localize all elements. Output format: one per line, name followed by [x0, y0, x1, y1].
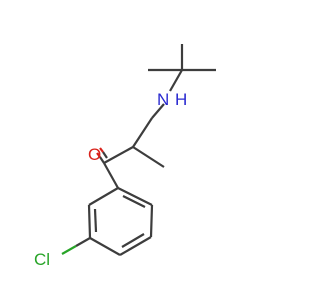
- bond-tbu-to-n: [169, 69, 183, 92]
- bond-ring-to-cl-green: [61, 245, 77, 255]
- ring-inner-bond-2: [121, 233, 145, 248]
- ring-inner-bond-1: [122, 195, 146, 208]
- bond-carbonyl-o-2: [102, 151, 108, 159]
- ring-bond-2: [149, 204, 154, 238]
- bond-ch-to-methyl: [132, 146, 165, 168]
- ring-bond-6: [88, 187, 119, 206]
- bond-ch-to-carbonyl: [103, 146, 134, 164]
- ring-bond-4: [89, 237, 121, 256]
- bond-carbonyl-o-1b: [96, 152, 101, 158]
- nitrogen-label: N: [157, 90, 169, 109]
- molecule-structure: O N H Cl: [34, 44, 216, 269]
- bond-ch2-to-ch: [132, 117, 153, 148]
- oxygen-label: O: [88, 145, 101, 164]
- ring-inner-bond-3: [93, 208, 98, 233]
- bond-carbonyl-to-ring: [103, 162, 119, 189]
- bond-carbonyl-o-2b: [99, 147, 104, 153]
- nitrogen-hydrogen-label: H: [175, 90, 187, 109]
- ring-bond-1: [117, 187, 153, 206]
- bond-ring-to-cl-dark: [75, 237, 91, 247]
- ring-bond-5: [87, 204, 92, 239]
- bond-n-to-ch2: [151, 103, 165, 119]
- chlorine-label: Cl: [34, 250, 50, 269]
- bond-carbonyl-o-1: [99, 156, 105, 164]
- ring-bond-3: [119, 236, 152, 256]
